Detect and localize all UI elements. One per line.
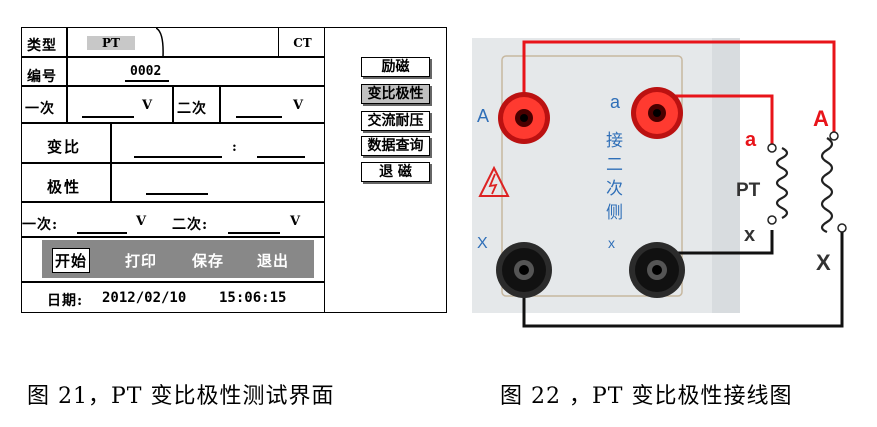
ratio-primary-field[interactable] [134, 156, 222, 158]
ratio-separator: : [232, 140, 237, 155]
tab-ct[interactable]: CT [278, 28, 326, 57]
coil-label-x: x [744, 224, 755, 246]
coil-label-A: A [813, 106, 829, 131]
type-label: 类型 [27, 38, 57, 54]
side-menu-item-2[interactable]: 交流耐压 [361, 111, 430, 131]
divider [66, 28, 68, 57]
figure-21-caption: 图 21，PT 变比极性测试界面 [27, 384, 335, 409]
transformer-label: PT [736, 180, 761, 201]
secondary-voltage-unit: V [293, 98, 304, 113]
divider [22, 85, 325, 87]
primary-voltage-unit: V [142, 98, 153, 113]
ratio-secondary-field[interactable] [257, 156, 305, 158]
panel-label-A: A [477, 106, 489, 126]
divider [22, 201, 325, 203]
divider [22, 56, 325, 58]
side-text-char: 次 [606, 179, 623, 199]
black-wire-X [522, 230, 844, 328]
test-secondary-unit: V [290, 214, 301, 229]
black-wire-x [657, 230, 774, 255]
test-primary-field[interactable] [77, 232, 127, 234]
serial-value[interactable]: 0002 [130, 64, 162, 79]
terminal-x [629, 242, 685, 298]
panel-label-a: a [610, 92, 621, 112]
date-label: 日期: [47, 293, 84, 309]
side-text-char: 侧 [606, 203, 623, 223]
date-value: 2012/02/10 [102, 290, 187, 306]
serial-underline [125, 80, 169, 82]
divider [219, 86, 221, 123]
primary-voltage-field[interactable] [82, 116, 134, 118]
exit-button[interactable]: 退出 [257, 252, 290, 270]
coil-label-a: a [745, 129, 757, 151]
coil-label-X: X [816, 250, 831, 275]
start-button[interactable]: 开始 [52, 248, 91, 273]
test-primary-unit: V [136, 214, 147, 229]
side-menu-item-4[interactable]: 退 磁 [361, 162, 430, 182]
divider [66, 86, 68, 123]
tab-edge [156, 28, 164, 58]
print-button[interactable]: 打印 [125, 252, 158, 270]
panel-inner-frame [501, 55, 683, 297]
time-value: 15:06:15 [219, 290, 287, 306]
serial-label: 编号 [27, 69, 57, 85]
terminal-a [631, 87, 683, 139]
secondary-voltage-label: 二次 [177, 101, 207, 117]
side-menu-panel: 励磁变比极性交流耐压数据查询退 磁 [325, 27, 447, 313]
polarity-label: 极性 [47, 178, 82, 196]
side-menu-item-0[interactable]: 励磁 [361, 57, 430, 77]
side-text-char: 二 [606, 155, 623, 175]
save-button[interactable]: 保存 [192, 252, 225, 270]
high-voltage-warning-icon [478, 165, 510, 197]
terminal-A [498, 92, 550, 144]
divider [172, 86, 174, 123]
divider [22, 236, 325, 238]
instrument-screen: 类型 PT CT 编号 0002 一次 V 二次 V 变比 : 极性 一次: V… [21, 27, 325, 313]
test-secondary-label: 二次: [172, 217, 209, 233]
red-wire-A [522, 40, 836, 133]
divider [22, 281, 325, 283]
test-primary-label: 一次: [22, 217, 59, 233]
side-menu-item-1[interactable]: 变比极性 [361, 84, 430, 104]
primary-voltage-label: 一次 [25, 101, 55, 117]
test-secondary-field[interactable] [228, 232, 280, 234]
side-menu-item-3[interactable]: 数据查询 [361, 136, 430, 156]
divider [22, 122, 325, 124]
secondary-voltage-field[interactable] [236, 116, 282, 118]
panel-label-X: X [477, 235, 488, 252]
red-wire-a [660, 94, 774, 146]
panel-label-x: x [608, 235, 615, 251]
transformer-symbol [767, 131, 847, 234]
terminal-X [496, 242, 552, 298]
panel-edge [712, 38, 740, 313]
side-text-char: 接 [606, 131, 623, 151]
figure-22-caption: 图 22 ，PT 变比极性接线图 [500, 384, 793, 409]
divider [22, 162, 325, 164]
action-bar: 开始 打印 保存 退出 [42, 240, 314, 278]
polarity-field[interactable] [146, 193, 208, 195]
ratio-label: 变比 [47, 138, 82, 156]
divider [66, 57, 68, 86]
tab-pt[interactable]: PT [87, 36, 135, 50]
